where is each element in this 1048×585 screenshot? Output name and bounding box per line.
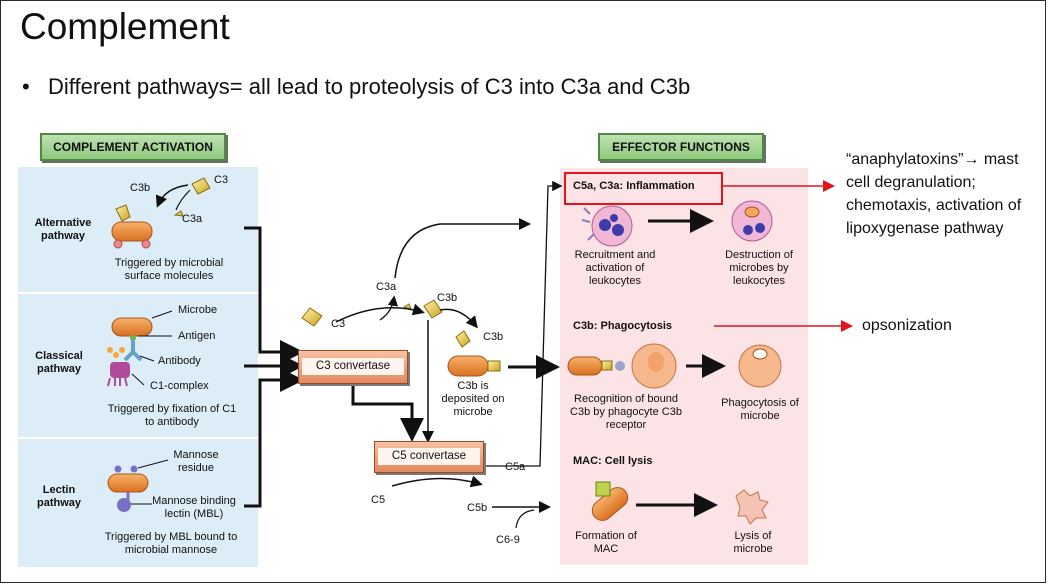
bound-c3b-microbe-icon (567, 343, 677, 389)
inflammation-highlight-box (564, 172, 723, 205)
c5-convertase-box: C5 convertase (374, 441, 484, 473)
c5b-label: C5b (467, 502, 488, 514)
lectin-microbe-icon (107, 465, 149, 512)
phagocytosis-title: C3b: Phagocytosis (573, 320, 673, 332)
lysed-microbe-icon (735, 489, 769, 525)
phagocytosis-of-microbe-text: Phagocytosis of microbe (721, 397, 799, 422)
c5a-label: C5a (505, 461, 526, 473)
classical-trigger-text: Triggered by fixation of C1 to antibody (107, 403, 237, 428)
recruitment-text: Recruitment and activation of leukocytes (574, 249, 656, 287)
destruction-text: Destruction of microbes by leukocytes (725, 249, 793, 287)
leukocyte-destroying-microbe-icon (731, 200, 773, 242)
bullet-text: • Different pathways= all lead to proteol… (22, 74, 690, 100)
effector-functions-header: EFFECTOR FUNCTIONS (598, 133, 764, 161)
bullet-dot: • (22, 74, 30, 99)
center-c3-label: C3 (331, 318, 346, 330)
cell-lysis-title: MAC: Cell lysis (573, 455, 653, 467)
c5-label: C5 (371, 494, 386, 506)
alt-c3-label: C3 (214, 174, 229, 186)
lysis-of-microbe-text: Lysis of microbe (733, 530, 773, 555)
center-c3a-label: C3a (376, 281, 397, 293)
alternative-pathway-name: Alternative pathway (34, 217, 92, 242)
mac-formation-text: Formation of MAC (575, 530, 637, 555)
center-c3b-mid-label: C3b (483, 331, 504, 343)
bullet-label: Different pathways= all lead to proteoly… (48, 74, 691, 99)
lectin-pathway-panel (18, 439, 258, 567)
classical-antigen-label: Antigen (178, 330, 216, 342)
leukocyte-icon (581, 205, 633, 247)
c3b-deposited-microbe-icon (447, 355, 501, 377)
c3-convertase-box: C3 convertase (298, 350, 408, 384)
alternative-trigger-text: Triggered by microbial surface molecules (114, 257, 224, 282)
opsonization-note: opsonization (862, 317, 952, 334)
c5-convertase-label: C5 convertase (378, 448, 480, 465)
anaphylatoxins-note: “anaphylatoxins”→ mast cell degranulatio… (846, 151, 1022, 237)
classical-pathway-name: Classical pathway (35, 350, 83, 375)
phagocyte-icon (738, 344, 782, 388)
complement-activation-header: COMPLEMENT ACTIVATION (40, 133, 226, 161)
lectin-mbl-label: Mannose binding lectin (MBL) (152, 495, 236, 520)
mac-formation-icon (591, 481, 629, 521)
classical-microbe-label: Microbe (178, 304, 218, 316)
alt-c3b-label: C3b (130, 182, 151, 194)
inflammation-title: C5a, C3a: Inflammation (573, 180, 695, 192)
lectin-trigger-text: Triggered by MBL bound to microbial mann… (104, 531, 238, 556)
alternative-microbe-icon (111, 177, 211, 249)
center-c3b-top-label: C3b (437, 292, 458, 304)
classical-microbe-icon (107, 317, 153, 387)
slide-title: Complement (20, 6, 230, 47)
lectin-pathway-name: Lectin pathway (36, 484, 81, 509)
c6-9-label: C6-9 (496, 534, 520, 546)
c3-convertase-label: C3 convertase (302, 358, 404, 375)
recognition-text: Recognition of bound C3b by phagocyte C3… (570, 393, 682, 431)
classical-antibody-label: Antibody (158, 355, 201, 367)
lectin-mannose-label: Mannose residue (173, 449, 219, 474)
classical-c1-label: C1-complex (150, 380, 209, 392)
c3b-deposit-text: C3b is deposited on microbe (441, 380, 505, 418)
alt-c3a-label: C3a (182, 213, 203, 225)
